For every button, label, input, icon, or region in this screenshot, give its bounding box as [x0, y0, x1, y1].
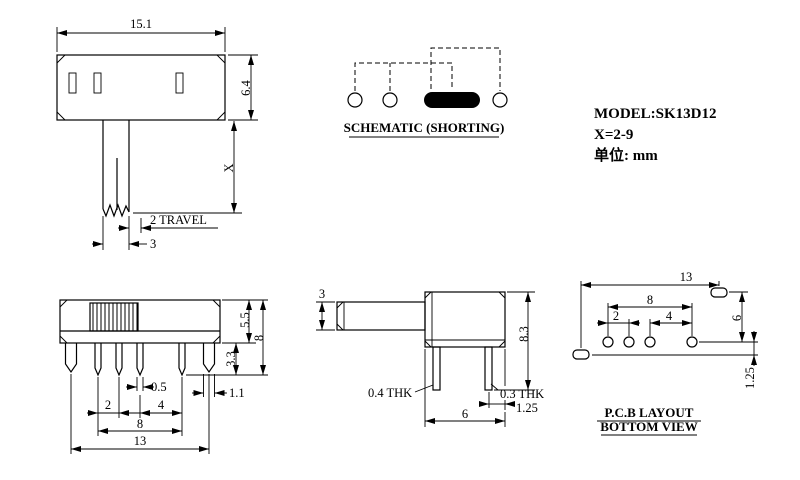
dim-top-width: 15.1 [130, 17, 152, 31]
side-view-dimensions: 3 8.3 0.4 THK 0.3 THK 1.25 6 [316, 287, 544, 427]
pcb-mount-pad-right [710, 287, 728, 298]
pcb-mount-pad-left [572, 349, 590, 360]
schematic-view: SCHEMATIC (SHORTING) [344, 47, 508, 138]
pcb-hole-2 [623, 336, 635, 348]
slider-knob [89, 302, 139, 332]
dim-body-height: 5.5 [238, 312, 252, 328]
title-block: MODEL:SK13D12 X=2-9 单位: mm [594, 106, 717, 164]
terminal-4 [492, 92, 508, 108]
dim-pitch-small: 2 [105, 398, 111, 412]
dim-pcb-mount-offset: 6 [730, 315, 744, 321]
dim-shaft-width: 3 [150, 237, 156, 251]
terminal-1 [347, 92, 363, 108]
top-view: 15.1 6.4 X 2 TRAVEL 3 [56, 17, 258, 251]
side-view-outline [336, 291, 506, 391]
x-range: X=2-9 [594, 127, 633, 143]
front-view-dimensions: 3.3 5.5 8 0.5 1.1 2 4 8 [70, 299, 268, 454]
dim-shaft-height: 3 [319, 287, 325, 301]
dim-pin-thickness: 0.3 THK [500, 387, 544, 401]
dim-pitch-large: 4 [158, 398, 165, 412]
dim-pin-length: 3.3 [224, 351, 238, 367]
dim-pcb-pad-offset: 1.25 [743, 367, 757, 389]
top-view-outline [56, 54, 226, 218]
dim-overall-width: 13 [134, 434, 147, 448]
dim-top-height: 6.4 [239, 79, 253, 95]
dim-pin-width: 0.5 [151, 380, 167, 394]
dim-mount-thickness: 0.4 THK [368, 386, 412, 400]
pcb-caption-line1: P.C.B LAYOUT [605, 405, 694, 420]
shorting-contact [424, 92, 480, 108]
dim-travel: 2 TRAVEL [150, 213, 207, 227]
dim-pcb-pitch-large: 4 [666, 309, 673, 323]
pcb-captions: P.C.B LAYOUT BOTTOM VIEW [597, 405, 701, 436]
dim-side-total-height: 8.3 [517, 326, 531, 342]
pcb-layout-view: 13 8 2 4 6 1.25 P.C.B LAYOUT BOTTOM VIEW [572, 270, 758, 436]
front-view-outline [59, 299, 221, 377]
dim-total-height: 8 [252, 335, 266, 341]
model-number: MODEL:SK13D12 [594, 106, 717, 122]
dim-pin-span: 8 [137, 417, 143, 431]
pcb-outline [572, 287, 728, 360]
pcb-caption-line2: BOTTOM VIEW [600, 419, 697, 434]
terminal-2 [382, 92, 398, 108]
unit-label: 单位: mm [594, 146, 658, 164]
dim-pin-inset: 1.25 [516, 401, 538, 415]
dim-body-depth: 6 [462, 407, 468, 421]
dim-shaft-length: X [222, 163, 236, 172]
front-view: 3.3 5.5 8 0.5 1.1 2 4 8 [59, 299, 268, 454]
pcb-hole-1 [602, 336, 614, 348]
side-view: 3 8.3 0.4 THK 0.3 THK 1.25 6 [316, 287, 544, 427]
dim-pcb-hole-span: 8 [647, 293, 653, 307]
dim-pcb-overall: 13 [680, 270, 693, 284]
dim-pcb-pitch-small: 2 [613, 309, 619, 323]
pcb-hole-4 [686, 336, 698, 348]
dim-mount-width: 1.1 [229, 386, 245, 400]
pcb-hole-3 [644, 336, 656, 348]
top-view-dimensions: 15.1 6.4 X 2 TRAVEL 3 [56, 17, 258, 251]
schematic-caption: SCHEMATIC (SHORTING) [344, 120, 505, 135]
pcb-dimensions: 13 8 2 4 6 1.25 [580, 270, 758, 389]
